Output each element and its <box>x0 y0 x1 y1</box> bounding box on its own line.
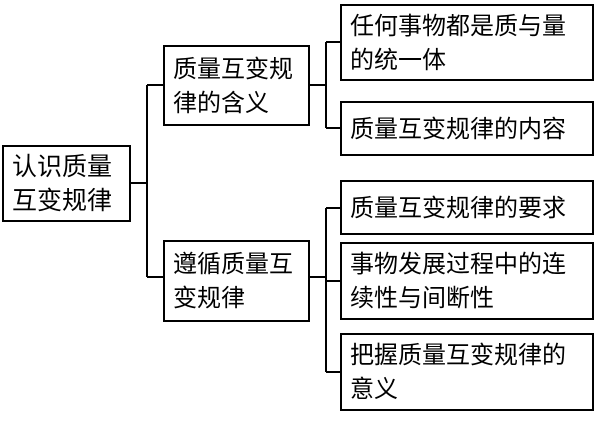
leaf-node-requirement: 质量互变规律的要求 <box>340 180 594 235</box>
leaf-node-label: 把握质量互变规律的意义 <box>350 341 566 403</box>
leaf-node-continuity: 事物发展过程中的连续性与间断性 <box>340 242 594 320</box>
root-node-label: 认识质量互变规律 <box>12 151 113 215</box>
root-node: 认识质量互变规律 <box>2 145 131 222</box>
leaf-node-label: 质量互变规律的内容 <box>350 114 566 143</box>
leaf-node-label: 事物发展过程中的连续性与间断性 <box>350 250 566 312</box>
leaf-node-unity: 任何事物都是质与量的统一体 <box>340 4 594 81</box>
branch-node-label: 质量互变规律的含义 <box>173 54 293 117</box>
leaf-node-label: 质量互变规律的要求 <box>350 193 566 222</box>
branch-node-follow: 遵循质量互变规律 <box>163 240 310 322</box>
branch-node-label: 遵循质量互变规律 <box>173 250 293 312</box>
leaf-node-label: 任何事物都是质与量的统一体 <box>350 11 566 74</box>
branch-node-meaning: 质量互变规律的含义 <box>163 45 310 126</box>
leaf-node-significance: 把握质量互变规律的意义 <box>340 333 594 411</box>
leaf-node-content: 质量互变规律的内容 <box>340 101 594 156</box>
